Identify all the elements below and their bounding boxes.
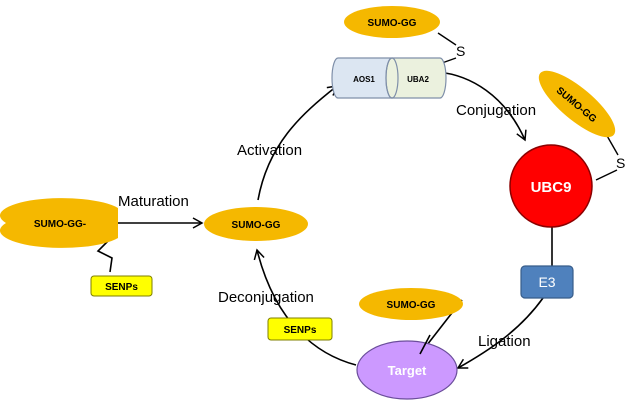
thioester-link-ubc9-2 bbox=[595, 169, 618, 181]
thioester-s-top: S bbox=[456, 43, 465, 59]
sumo-target-label: SUMO-GG bbox=[387, 300, 436, 311]
conjugation-arrow bbox=[437, 71, 527, 142]
ubc9-node: UBC9 bbox=[509, 144, 593, 228]
deconjugation-arrow bbox=[253, 248, 357, 366]
senps-maturation-label: SENPs bbox=[105, 282, 138, 293]
step-conjugation: Conjugation bbox=[456, 102, 536, 119]
uba2-label: UBA2 bbox=[407, 75, 429, 84]
target-node: Target bbox=[356, 340, 458, 400]
sumo-precursor-label: SUMO-GG- bbox=[34, 219, 86, 230]
sumo-mature-node: SUMO-GG bbox=[204, 207, 308, 241]
sumo-precursor-node: SUMO-GG- bbox=[0, 198, 118, 248]
senps-maturation-link bbox=[96, 238, 113, 273]
thioester-link-top-2 bbox=[441, 57, 457, 64]
ligation-arrow bbox=[456, 297, 544, 369]
e1-heterodimer: AOS1 UBA2 bbox=[331, 57, 447, 99]
senps-deconjugation-box: SENPs bbox=[267, 317, 333, 341]
sumo-top-label: SUMO-GG bbox=[368, 18, 417, 29]
thioester-link-top bbox=[437, 32, 457, 46]
senps-deconjugation-label: SENPs bbox=[284, 325, 317, 336]
thioester-s-ubc9: S bbox=[616, 155, 625, 171]
e3-label: E3 bbox=[538, 274, 555, 290]
aos1-label: AOS1 bbox=[353, 75, 375, 84]
sumo-ubc9-node: SUMO-GG bbox=[538, 70, 616, 138]
thioester-link-ubc9 bbox=[605, 133, 619, 156]
target-label: Target bbox=[388, 363, 427, 378]
sumo-target-node: SUMO-GG bbox=[359, 288, 463, 320]
sumo-mature-label: SUMO-GG bbox=[232, 220, 281, 231]
step-ligation: Ligation bbox=[478, 333, 531, 350]
step-deconjugation: Deconjugation bbox=[218, 289, 314, 306]
senps-maturation-box: SENPs bbox=[90, 275, 153, 297]
step-maturation: Maturation bbox=[118, 193, 189, 210]
step-activation: Activation bbox=[237, 142, 302, 159]
e3-node: E3 bbox=[520, 265, 574, 299]
activation-arrow bbox=[257, 85, 339, 201]
ubc9-label: UBC9 bbox=[531, 179, 572, 196]
sumo-top-node: SUMO-GG bbox=[344, 6, 440, 38]
